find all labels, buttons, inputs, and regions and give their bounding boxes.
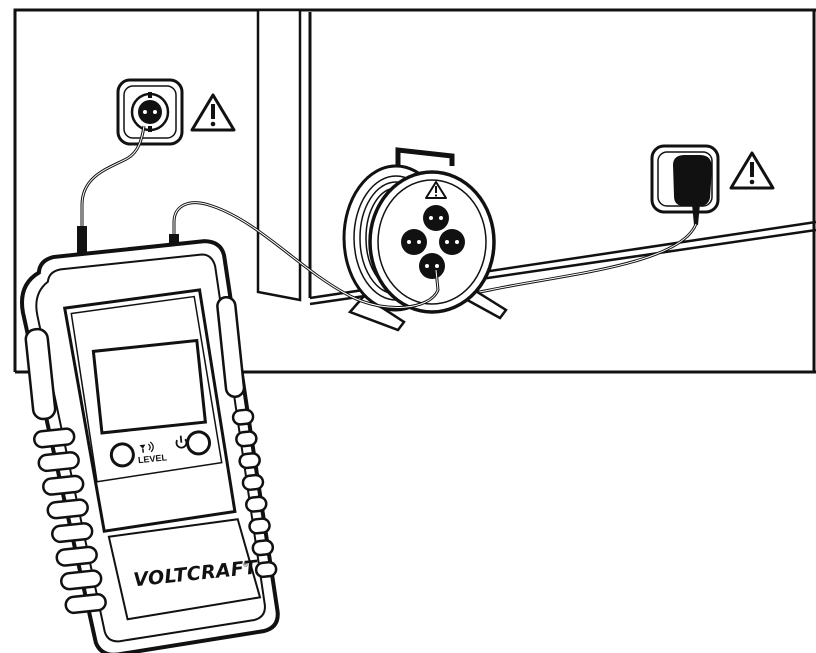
tester-display xyxy=(93,341,205,433)
reel-socket xyxy=(401,229,427,255)
reel-socket xyxy=(419,253,445,279)
wall-pillar xyxy=(258,10,310,300)
voltcraft-tester: LEVEL VOLTCRAFT ® xyxy=(16,237,284,653)
warning-icon xyxy=(192,95,234,130)
brand-registered-mark: ® xyxy=(242,561,249,569)
level-button[interactable] xyxy=(110,443,134,467)
power-button[interactable] xyxy=(186,431,210,455)
plug-icon xyxy=(673,155,712,225)
reel-socket xyxy=(439,229,465,255)
wall-socket-left xyxy=(118,80,182,144)
warning-icon xyxy=(731,153,773,188)
reel-socket xyxy=(423,205,449,231)
